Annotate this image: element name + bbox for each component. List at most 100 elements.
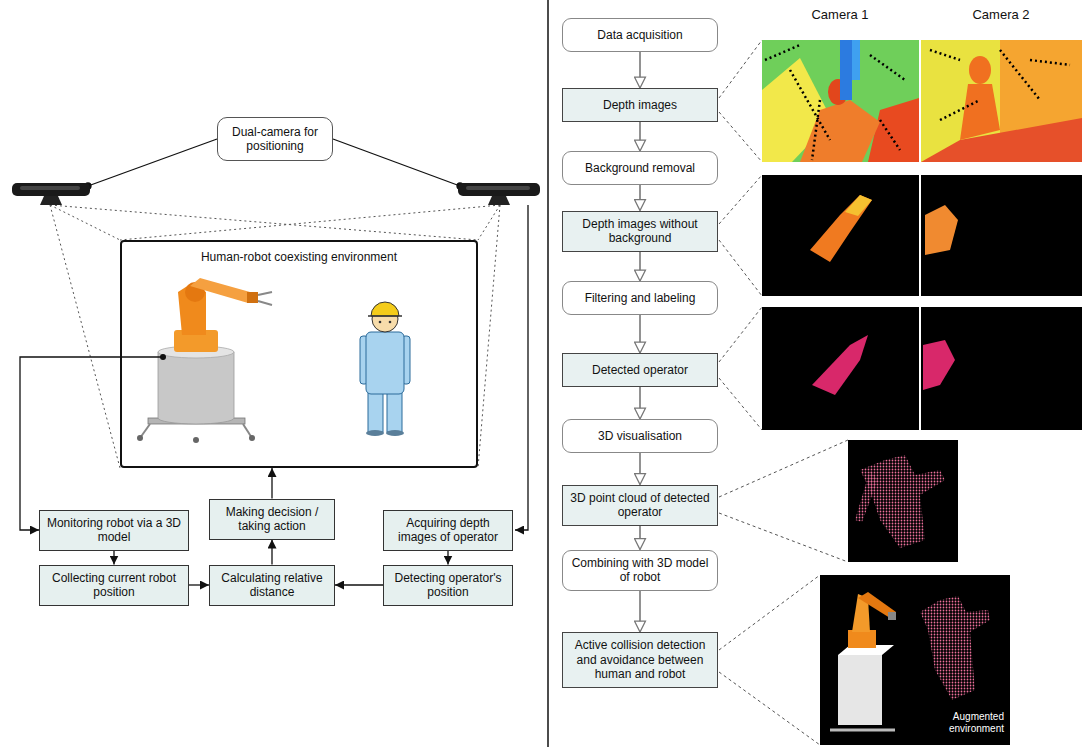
background-removed-image bbox=[845, 195, 872, 216]
point-cloud-image bbox=[855, 470, 878, 522]
process-box: Collecting current robot position bbox=[39, 565, 189, 606]
process-box: Monitoring robot via a 3D model bbox=[39, 510, 189, 551]
kinect-camera bbox=[40, 196, 62, 205]
leader-line bbox=[719, 112, 762, 162]
flow-arrow bbox=[271, 468, 272, 499]
node-text: Filtering and labeling bbox=[569, 291, 711, 305]
leader-line bbox=[719, 378, 762, 430]
kinect-camera bbox=[20, 186, 80, 190]
leader-line bbox=[719, 575, 820, 650]
field-of-view bbox=[478, 205, 500, 468]
background-removed-image bbox=[810, 195, 872, 262]
flow-arrow bbox=[639, 122, 641, 151]
robot-arm bbox=[120, 278, 272, 443]
depth-image bbox=[840, 40, 852, 100]
leader-line bbox=[719, 175, 762, 224]
result-box: Depth images bbox=[562, 88, 718, 122]
result-box: Active collision detection and avoidance… bbox=[562, 632, 718, 688]
leader-line bbox=[719, 307, 762, 362]
kinect-camera bbox=[12, 183, 90, 196]
camera-feed-line bbox=[515, 205, 528, 530]
result-box: Depth images without background bbox=[562, 211, 718, 252]
operator-figure bbox=[379, 321, 382, 324]
node-text: 3D point cloud of detected operator bbox=[569, 491, 711, 520]
caption-box: Dual-camera for positioning bbox=[217, 117, 333, 161]
node-text: Monitoring robot via a 3D model bbox=[46, 516, 182, 545]
field-of-view bbox=[478, 205, 500, 240]
operator-figure bbox=[386, 430, 404, 436]
robot-arm bbox=[178, 283, 206, 335]
flow-arrow bbox=[639, 591, 641, 633]
divider bbox=[548, 0, 549, 747]
node-text: Detecting operator's position bbox=[390, 571, 506, 600]
flow-arrow bbox=[639, 315, 641, 353]
robot-arm bbox=[247, 292, 258, 303]
process-box: Detecting operator's position bbox=[383, 565, 513, 606]
node-text: Detected operator bbox=[569, 363, 711, 377]
depth-image bbox=[969, 56, 991, 84]
flow-arrow bbox=[639, 185, 641, 211]
detected-operator-image bbox=[812, 335, 868, 395]
node-text: Background removal bbox=[569, 161, 711, 175]
kinect-camera bbox=[458, 183, 540, 196]
process-box: Calculating relative distance bbox=[209, 565, 335, 606]
node-text: Depth images bbox=[569, 98, 711, 112]
depth-image bbox=[960, 84, 1000, 140]
robot-arm bbox=[160, 354, 166, 360]
camera-feed-line bbox=[515, 205, 528, 530]
node-text: Human-robot coexisting environment bbox=[128, 250, 470, 264]
leader-line bbox=[719, 440, 848, 497]
flow-arrow bbox=[189, 584, 209, 585]
point-cloud-image bbox=[848, 440, 958, 562]
node-text: Making decision / taking action bbox=[216, 505, 328, 534]
augmented-environment-image bbox=[820, 575, 1010, 745]
detected-operator-image bbox=[921, 307, 1082, 430]
robot-arm bbox=[190, 278, 250, 303]
robot-arm bbox=[158, 352, 234, 424]
node-text: Combining with 3D model of robot bbox=[569, 556, 711, 585]
background-removed-image bbox=[762, 175, 919, 296]
step-box: 3D visualisation bbox=[562, 419, 718, 453]
kinect-camera bbox=[12, 183, 540, 205]
depth-image bbox=[921, 40, 1082, 162]
robot-arm bbox=[193, 437, 199, 443]
robot-arm bbox=[120, 356, 163, 357]
robot-arm bbox=[249, 435, 255, 441]
field-of-view bbox=[120, 205, 500, 240]
image-caption: Augmented environment bbox=[926, 711, 1004, 734]
operator-figure bbox=[366, 430, 384, 436]
robot-arm bbox=[258, 301, 272, 305]
node-text: Active collision detection and avoidance… bbox=[569, 638, 711, 681]
node-text: Collecting current robot position bbox=[46, 571, 182, 600]
operator-figure bbox=[371, 302, 399, 316]
kinect-camera bbox=[488, 196, 510, 205]
step-box: Data acquisition bbox=[562, 18, 718, 52]
depth-image bbox=[930, 50, 1070, 120]
step-box: Combining with 3D model of robot bbox=[562, 550, 718, 591]
depth-image bbox=[921, 118, 1082, 162]
node-text: Depth images without background bbox=[569, 217, 711, 246]
augmented-environment-image bbox=[848, 630, 876, 648]
field-of-view bbox=[50, 205, 500, 468]
result-box: Detected operator bbox=[562, 353, 718, 387]
leader-line bbox=[719, 40, 762, 98]
robot-arm bbox=[137, 435, 143, 441]
augmented-environment-image bbox=[920, 596, 990, 700]
flow-arrow bbox=[271, 540, 272, 565]
node-text: Acquiring depth images of operator bbox=[390, 516, 506, 545]
leader-line bbox=[719, 40, 848, 745]
flow-arrow bbox=[335, 584, 383, 585]
depth-image bbox=[765, 45, 905, 160]
environment-panel: Human-robot coexisting environment bbox=[120, 240, 478, 468]
detected-operator-image bbox=[762, 307, 919, 430]
divider bbox=[547, 0, 549, 747]
flow-arrow bbox=[639, 526, 641, 550]
operator-figure bbox=[368, 390, 383, 432]
leader-line bbox=[719, 513, 848, 562]
detected-operator-image bbox=[923, 340, 955, 390]
kinect-camera bbox=[466, 186, 530, 190]
process-box: Acquiring depth images of operator bbox=[383, 510, 513, 551]
